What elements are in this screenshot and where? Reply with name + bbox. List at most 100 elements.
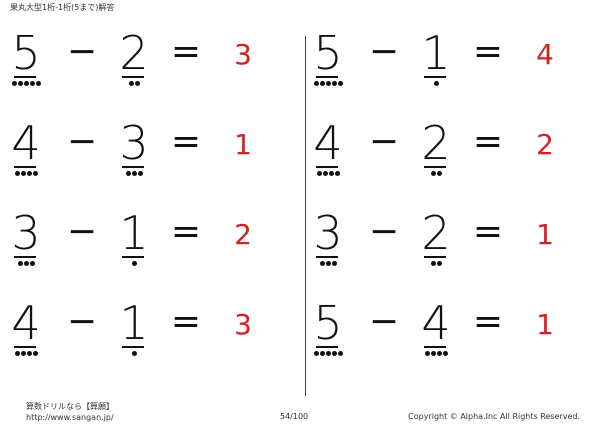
count-dot bbox=[442, 351, 448, 356]
a-dot-group bbox=[8, 81, 44, 89]
answer-value: 4 bbox=[536, 38, 554, 71]
b-operand: 1 bbox=[114, 206, 154, 286]
a-underline bbox=[14, 166, 36, 168]
count-dot bbox=[134, 81, 140, 86]
a-number: 5 bbox=[313, 296, 343, 350]
minus-sign: − bbox=[368, 301, 400, 342]
footer-url[interactable]: http://www.sangan.jp/ bbox=[26, 413, 114, 422]
a-dot-group bbox=[310, 261, 346, 269]
b-dot-group bbox=[418, 351, 454, 359]
count-dot bbox=[436, 261, 442, 266]
count-dot bbox=[325, 351, 331, 356]
count-dot bbox=[23, 81, 29, 86]
minus-sign: − bbox=[66, 31, 98, 72]
a-underline bbox=[316, 256, 338, 258]
count-dot bbox=[322, 171, 328, 176]
a-operand: 4 bbox=[6, 296, 46, 376]
b-number: 2 bbox=[119, 26, 149, 80]
count-dot bbox=[313, 81, 319, 86]
a-dot-group bbox=[8, 351, 44, 359]
a-operand: 4 bbox=[308, 116, 348, 196]
b-dot-group bbox=[116, 81, 152, 89]
count-dot bbox=[313, 351, 319, 356]
count-dot bbox=[17, 261, 23, 266]
count-dot bbox=[319, 351, 325, 356]
b-number: 2 bbox=[421, 116, 451, 170]
minus-sign: − bbox=[368, 31, 400, 72]
a-number: 3 bbox=[313, 206, 343, 260]
count-dot bbox=[325, 81, 331, 86]
equals-sign: = bbox=[472, 211, 504, 252]
problem-row: 3−2 = 1 bbox=[308, 206, 588, 286]
problem-row: 4−3=1 bbox=[6, 116, 286, 196]
count-dot bbox=[32, 171, 38, 176]
a-number: 4 bbox=[313, 116, 343, 170]
a-operand: 5 bbox=[308, 296, 348, 376]
a-underline bbox=[14, 76, 36, 78]
b-underline bbox=[424, 256, 446, 258]
count-dot bbox=[125, 171, 131, 176]
answer-value: 1 bbox=[536, 218, 554, 251]
b-dot-group bbox=[116, 261, 152, 269]
equals-sign: = bbox=[472, 31, 504, 72]
a-dot-group bbox=[8, 261, 44, 269]
count-dot bbox=[23, 261, 29, 266]
b-underline bbox=[424, 166, 446, 168]
minus-sign: − bbox=[66, 211, 98, 252]
a-underline bbox=[316, 346, 338, 348]
count-dot bbox=[26, 171, 32, 176]
a-underline bbox=[14, 346, 36, 348]
count-dot bbox=[29, 261, 35, 266]
b-operand: 2 bbox=[416, 206, 456, 286]
count-dot bbox=[430, 261, 436, 266]
a-number: 3 bbox=[11, 206, 41, 260]
b-underline bbox=[122, 346, 144, 348]
a-operand: 5 bbox=[308, 26, 348, 106]
count-dot bbox=[137, 171, 143, 176]
b-dot-group bbox=[418, 81, 454, 89]
count-dot bbox=[20, 351, 26, 356]
count-dot bbox=[331, 351, 337, 356]
b-underline bbox=[122, 256, 144, 258]
count-dot bbox=[17, 81, 23, 86]
count-dot bbox=[325, 261, 331, 266]
b-number: 4 bbox=[421, 296, 451, 350]
count-dot bbox=[29, 81, 35, 86]
a-underline bbox=[316, 166, 338, 168]
a-operand: 5 bbox=[6, 26, 46, 106]
problem-row: 4−1=3 bbox=[6, 296, 286, 376]
b-number: 2 bbox=[421, 206, 451, 260]
a-number: 4 bbox=[11, 296, 41, 350]
problem-row: 5−1 = 4 bbox=[308, 26, 588, 106]
page-title: 果丸大型1桁-1桁(5まで)解答 bbox=[10, 3, 115, 12]
minus-sign: − bbox=[66, 121, 98, 162]
minus-sign: − bbox=[368, 211, 400, 252]
count-dot bbox=[436, 351, 442, 356]
answer-value: 2 bbox=[536, 128, 554, 161]
equals-sign: = bbox=[170, 211, 202, 252]
a-operand: 3 bbox=[308, 206, 348, 286]
answer-value: 1 bbox=[536, 308, 554, 341]
count-dot bbox=[319, 81, 325, 86]
equals-sign: = bbox=[170, 31, 202, 72]
count-dot bbox=[424, 351, 430, 356]
b-operand: 3 bbox=[114, 116, 154, 196]
count-dot bbox=[14, 351, 20, 356]
count-dot bbox=[337, 351, 343, 356]
count-dot bbox=[14, 171, 20, 176]
b-underline bbox=[122, 76, 144, 78]
b-dot-group bbox=[418, 261, 454, 269]
b-operand: 2 bbox=[114, 26, 154, 106]
count-dot bbox=[436, 171, 442, 176]
problem-row: 5−2=3 bbox=[6, 26, 286, 106]
b-number: 1 bbox=[421, 26, 451, 80]
count-dot bbox=[26, 351, 32, 356]
count-dot bbox=[11, 81, 17, 86]
count-dot bbox=[131, 261, 137, 266]
answer-value: 2 bbox=[234, 218, 252, 251]
b-operand: 4 bbox=[416, 296, 456, 376]
equals-sign: = bbox=[472, 301, 504, 342]
count-dot bbox=[319, 261, 325, 266]
